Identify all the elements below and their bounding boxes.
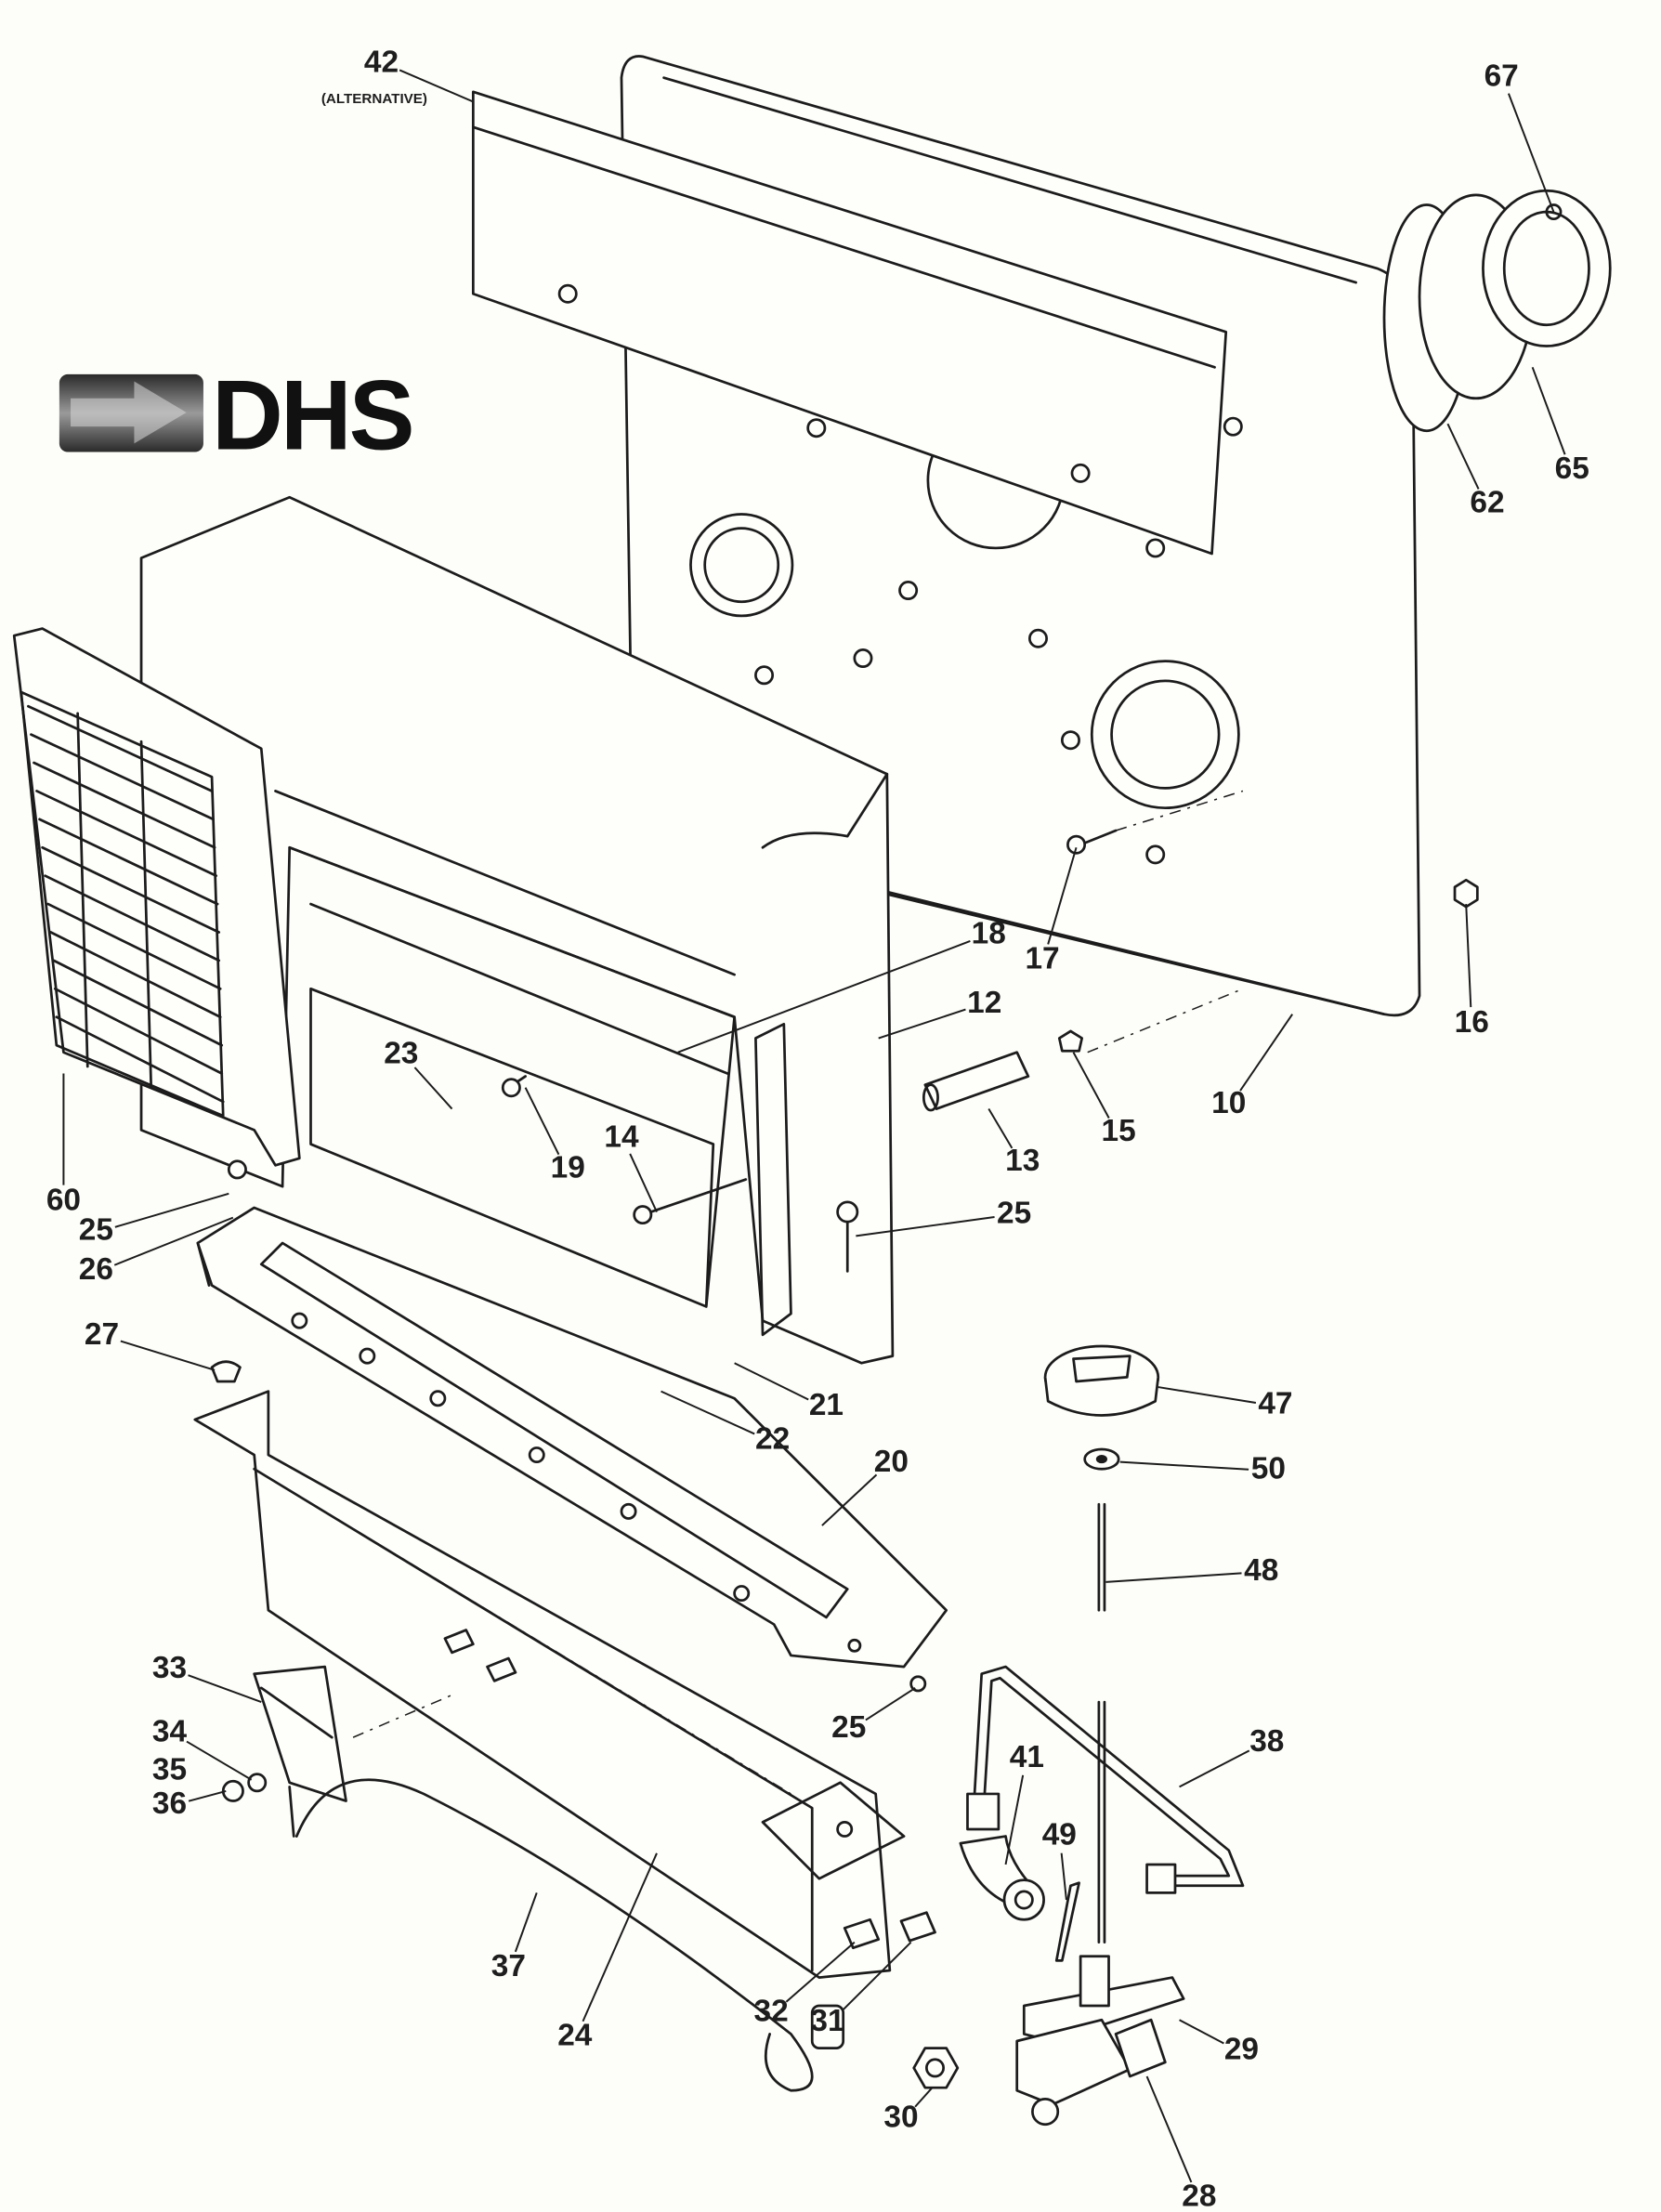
callout-23: 23 (384, 1037, 418, 1071)
leader-line-24 (582, 1852, 658, 2022)
leader-line-41 (1004, 1774, 1025, 1865)
arrow-icon (71, 381, 187, 444)
callout-31: 31 (810, 2004, 844, 2038)
callout-49: 49 (1042, 1817, 1077, 1852)
leader-line-65 (1531, 366, 1566, 455)
callout-37: 37 (491, 1949, 526, 1983)
part-burner-tray (196, 1206, 948, 1669)
callout-29: 29 (1224, 2032, 1259, 2066)
part-screws (210, 829, 1479, 1693)
leader-line-34 (186, 1740, 253, 1781)
leader-line-49 (1060, 1852, 1067, 1901)
callout-28: 28 (1182, 2179, 1216, 2212)
leader-line-32 (785, 1941, 856, 2003)
leader-line-29 (1179, 2019, 1224, 2045)
callout-50: 50 (1251, 1452, 1286, 1486)
callout-15: 15 (1102, 1114, 1136, 1148)
part-grille (12, 627, 301, 1167)
leader-line-25 (114, 1192, 229, 1228)
leader-line-16 (1465, 904, 1472, 1008)
callout-60: 60 (46, 1184, 81, 1218)
callout-67: 67 (1484, 59, 1519, 93)
callout-42: 42 (364, 45, 399, 79)
callout-10: 10 (1211, 1086, 1246, 1120)
callout-22: 22 (755, 1422, 790, 1457)
dhs-logo: DHS (59, 360, 415, 471)
leader-line-26 (113, 1216, 234, 1266)
callout-12: 12 (967, 986, 1001, 1020)
callout-24: 24 (557, 2018, 593, 2052)
leader-line-13 (987, 1108, 1014, 1149)
alignment-line (352, 1694, 452, 1738)
leader-line-10 (1239, 1014, 1293, 1092)
leader-line-21 (734, 1362, 809, 1401)
leader-line-28 (1145, 2075, 1193, 2183)
callout-19: 19 (551, 1151, 585, 1185)
callout-62: 62 (1470, 486, 1504, 520)
callout-30: 30 (883, 2100, 918, 2134)
leader-line-47 (1157, 1386, 1257, 1404)
alignment-line (1087, 988, 1244, 1054)
callout-65: 65 (1555, 452, 1589, 486)
logo-text: DHS (212, 360, 412, 471)
callout-35: 35 (152, 1752, 187, 1787)
leader-line-19 (524, 1087, 560, 1156)
callout-38: 38 (1249, 1724, 1284, 1759)
alternative-note: (ALTERNATIVE) (321, 91, 427, 107)
alignment-line (1115, 790, 1244, 831)
callout-34: 34 (152, 1714, 188, 1748)
leader-line-31 (841, 1941, 912, 2012)
callout-16: 16 (1455, 1005, 1489, 1040)
leader-line-18 (677, 940, 971, 1054)
leader-line-30 (914, 2087, 934, 2108)
leader-line-50 (1119, 1460, 1249, 1471)
callout-14: 14 (604, 1119, 639, 1154)
leader-line-14 (629, 1153, 658, 1212)
leader-line-23 (413, 1067, 453, 1110)
leader-line-27 (120, 1340, 216, 1371)
callout-17: 17 (1025, 942, 1059, 976)
leader-line-12 (878, 1008, 966, 1040)
callout-27: 27 (85, 1317, 119, 1352)
callout-25: 25 (831, 1710, 866, 1745)
leader-line-38 (1179, 1749, 1250, 1788)
leader-line-42 (399, 69, 474, 103)
callout-32: 32 (754, 1994, 789, 2028)
leader-line-48 (1105, 1572, 1242, 1583)
leader-line-36 (188, 1789, 227, 1802)
callout-25: 25 (79, 1213, 113, 1248)
part-valve-assembly (843, 1835, 1185, 2127)
leader-line-67 (1507, 93, 1555, 213)
callout-21: 21 (809, 1388, 844, 1422)
callout-48: 48 (1244, 1553, 1278, 1588)
callout-47: 47 (1258, 1387, 1292, 1421)
part-tube (922, 1051, 1030, 1112)
callout-13: 13 (1005, 1144, 1040, 1178)
callout-25: 25 (997, 1196, 1031, 1230)
leader-line-20 (821, 1473, 878, 1526)
callout-41: 41 (1010, 1740, 1044, 1774)
part-control-knob (1043, 1344, 1160, 1944)
leader-line-62 (1446, 423, 1480, 490)
part-burner (193, 1390, 906, 1979)
callout-33: 33 (152, 1651, 187, 1685)
callout-26: 26 (79, 1252, 113, 1287)
leader-lines (62, 69, 1566, 2183)
leader-line-37 (514, 1892, 538, 1953)
leader-line-33 (188, 1674, 262, 1704)
leader-line-22 (660, 1390, 755, 1435)
callout-18: 18 (972, 916, 1006, 950)
callout-20: 20 (874, 1445, 909, 1479)
part-thermocouple (221, 1665, 845, 2092)
leader-line-15 (1072, 1052, 1110, 1119)
callout-36: 36 (152, 1787, 187, 1821)
part-gas-tube (966, 1665, 1245, 1894)
leader-line-17 (1047, 846, 1078, 945)
leader-line-25 (865, 1687, 916, 1721)
leader-line-25 (856, 1216, 995, 1237)
part-alternative-panel (471, 90, 1228, 556)
part-flue-rings (1382, 189, 1612, 433)
